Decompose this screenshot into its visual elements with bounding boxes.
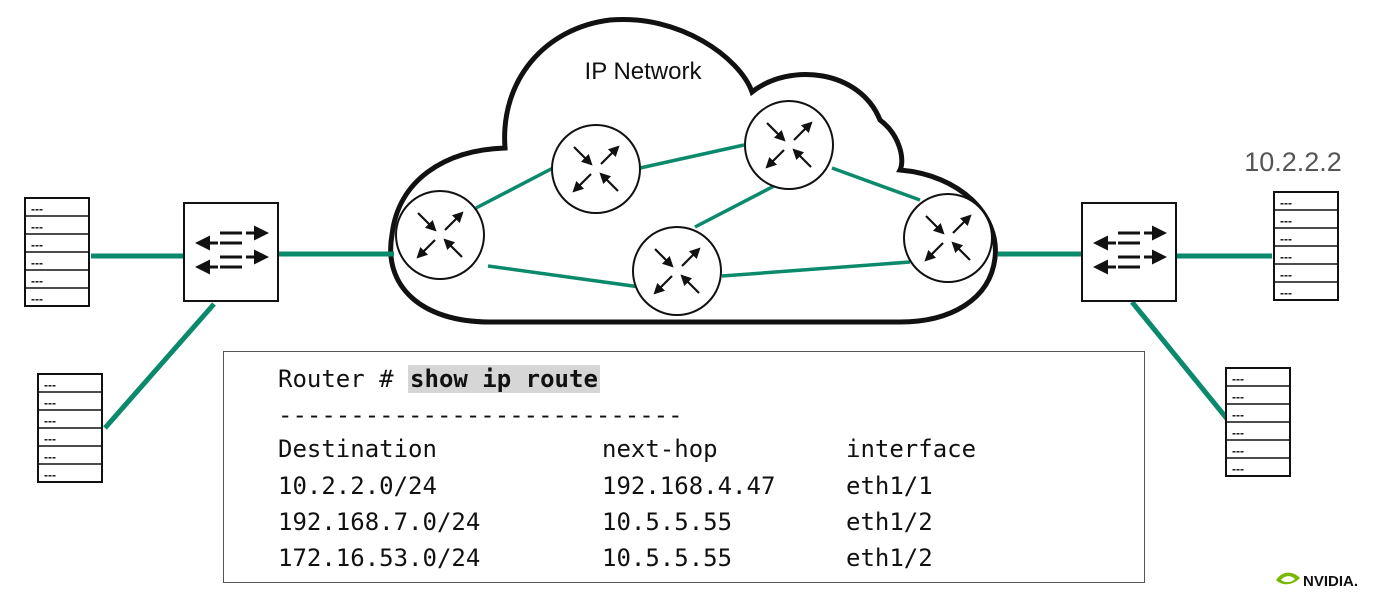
router-icon [745,101,833,189]
router-icon [633,227,721,315]
col-header-destination: Destination [278,435,437,463]
cli-output-panel: Router # show ip route -----------------… [223,351,1145,583]
route-destination: 192.168.7.0/24 [278,508,481,536]
server-slot: --- [31,274,43,288]
server-slot: --- [44,396,56,410]
server-slot: --- [44,468,56,482]
server-slot: --- [31,292,43,306]
route-next-hop: 10.5.5.55 [602,508,733,536]
server-slot-labels: --- --- --- --- --- --- --- --- --- --- … [31,196,1292,482]
server-slot: --- [1232,390,1244,404]
server-slot: --- [1232,408,1244,422]
cli-prompt: Router # [278,365,409,393]
cli-command: show ip route [408,365,600,393]
route-destination: 10.2.2.0/24 [278,472,437,500]
server-slot: --- [31,220,43,234]
cloud-label: IP Network [585,58,703,85]
server-slot: --- [1280,232,1292,246]
server-slot: --- [44,414,56,428]
server-slot: --- [44,378,56,392]
network-links [91,251,1272,430]
cloud-links [475,143,921,289]
route-interface: eth1/2 [846,508,933,536]
nvidia-logo: NVIDIA. [1276,572,1358,590]
router-icon [396,191,484,279]
route-destination: 172.16.53.0/24 [278,544,481,572]
server-slot: --- [31,256,43,270]
route-interface: eth1/1 [846,472,933,500]
server-slot: --- [1232,426,1244,440]
server-slot: --- [31,238,43,252]
server-slot: --- [1280,268,1292,282]
server-slot: --- [44,450,56,464]
cli-separator: ---------------------------- [278,401,683,429]
route-interface: eth1/2 [846,544,933,572]
server-slot: --- [44,432,56,446]
server-slot: --- [31,202,43,216]
router-icon [904,194,992,282]
host-ip-label: 10.2.2.2 [1244,147,1342,177]
route-next-hop: 192.168.4.47 [602,472,776,500]
col-header-interface: interface [846,435,977,463]
route-next-hop: 10.5.5.55 [602,544,733,572]
server-slot: --- [1280,250,1292,264]
router-icon [552,125,640,213]
server-slot: --- [1232,372,1244,386]
server-slot: --- [1232,462,1244,476]
cli-command-line: Router # show ip route [278,364,600,394]
server-slot: --- [1280,196,1292,210]
switch-icon [1082,203,1176,301]
server-slot: --- [1280,214,1292,228]
server-slot: --- [1280,286,1292,300]
nvidia-logo-text: NVIDIA. [1303,573,1358,590]
col-header-next-hop: next-hop [602,435,718,463]
switch-icon [184,203,278,301]
server-slot: --- [1232,444,1244,458]
